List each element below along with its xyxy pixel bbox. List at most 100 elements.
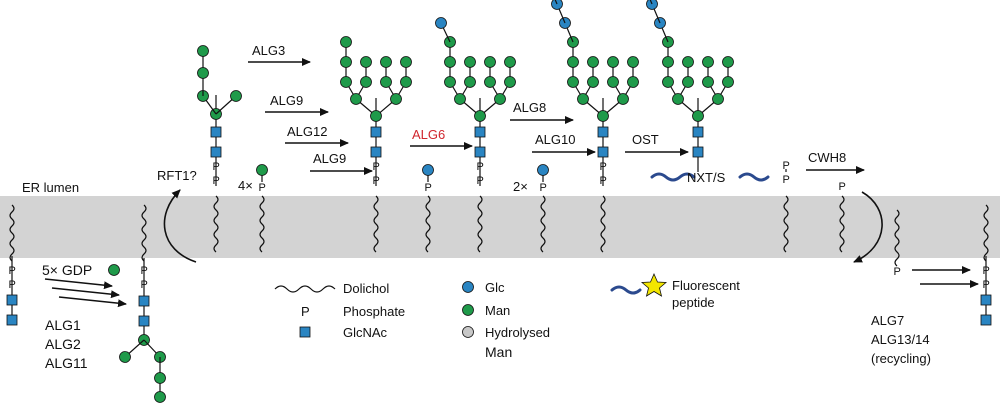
struct-9-dolichol: [600, 195, 606, 253]
struct-6-dolichol: [425, 195, 431, 253]
alg12-label: ALG12: [287, 124, 327, 139]
struct-5-man: [350, 93, 362, 105]
struct-9-man: [627, 76, 639, 88]
alg9b-label: ALG9: [313, 151, 346, 166]
struct-8-glc: [537, 164, 549, 176]
struct-5-man: [380, 56, 392, 68]
struct-4-dolichol: [259, 195, 265, 253]
enzyme-labels: 5× GDP ALG1 ALG2 ALG11 RFT1? 4× ALG3 ALG…: [42, 43, 931, 371]
struct-8-dolichol: [540, 195, 546, 253]
struct-8-p: P: [540, 182, 547, 194]
struct-10-man: [662, 76, 674, 88]
struct-7-man: [444, 56, 456, 68]
struct-7-dolichol: [477, 195, 483, 253]
struct-9-man: [567, 56, 579, 68]
struct-5-man: [340, 36, 352, 48]
struct-5-man: [360, 56, 372, 68]
rft1-label: RFT1?: [157, 168, 197, 183]
struct-10-man: [692, 110, 704, 122]
legend-fluorescent-label-line2: peptide: [672, 295, 715, 310]
struct-9-man: [577, 93, 589, 105]
struct-5-man: [390, 93, 402, 105]
legend-glc-symbol: [462, 281, 474, 293]
struct-5-glcnac: [370, 126, 382, 138]
legend-hydrolysed-label-line1: Hydrolysed: [485, 325, 550, 340]
struct-6-glc: [422, 164, 434, 176]
struct-9-glc: [551, 0, 563, 10]
struct-10-man: [722, 56, 734, 68]
arrow-flip-back: [853, 191, 883, 263]
struct-1-glcnac: [6, 314, 18, 326]
struct-2-glcnac: [138, 295, 150, 307]
alg9a-label: ALG9: [270, 93, 303, 108]
struct-3-p: P: [213, 175, 220, 187]
struct-2-glcnac: [138, 315, 150, 327]
struct-5-dolichol: [373, 195, 379, 253]
struct-3-man: [197, 45, 209, 57]
struct-1-glcnac: [6, 294, 18, 306]
struct-10-man: [712, 93, 724, 105]
struct-9-man: [587, 76, 599, 88]
legend-man-label: Man: [485, 303, 510, 318]
struct-12-dolichol: [839, 195, 845, 253]
struct-5-man: [400, 56, 412, 68]
er-membrane-band: [0, 196, 1000, 258]
struct-7-man: [454, 93, 466, 105]
struct-7-man: [474, 110, 486, 122]
struct-14-glcnac: [980, 294, 992, 306]
struct-7-man: [504, 76, 516, 88]
struct-4-man: [256, 164, 268, 176]
alg3-label: ALG3: [252, 43, 285, 58]
legend: Dolichol P Phosphate GlcNAc Glc Man Hydr…: [274, 273, 740, 360]
struct-9-man: [627, 56, 639, 68]
alg6-label: ALG6: [412, 127, 445, 142]
struct-9-link: [554, 0, 558, 5]
arrow-gdp-2: [51, 287, 120, 299]
struct-10-glcnac: [692, 126, 704, 138]
struct-7-man: [504, 56, 516, 68]
struct-2-dolichol: [141, 204, 147, 262]
struct-9-man: [597, 110, 609, 122]
reaction-arrows: [44, 58, 979, 308]
struct-2-p: P: [141, 265, 148, 277]
struct-1-p: P: [9, 279, 16, 291]
struct-11-p: P: [783, 160, 790, 172]
struct-9-glcnac: [597, 126, 609, 138]
two-x-label: 2×: [513, 179, 528, 194]
struct-5-man: [340, 76, 352, 88]
struct-2-man: [154, 391, 166, 403]
struct-9-man: [567, 76, 579, 88]
struct-9-glcnac: [597, 146, 609, 158]
struct-10-man: [672, 93, 684, 105]
legend-peptide-symbol: [610, 285, 642, 295]
legend-man-symbol: [462, 304, 474, 316]
struct-5-man: [380, 76, 392, 88]
struct-10-glcnac: [692, 146, 704, 158]
struct-5-p: P: [373, 161, 380, 173]
struct-10-man: [682, 76, 694, 88]
struct-7-glc: [435, 17, 447, 29]
struct-3-glcnac: [210, 126, 222, 138]
struct-7-man: [464, 56, 476, 68]
struct-13-p: P: [894, 266, 901, 278]
struct-5-man: [370, 110, 382, 122]
legend-glcnac-label: GlcNAc: [343, 325, 388, 340]
legend-phosphate-symbol: P: [301, 304, 310, 319]
struct-9-p: P: [600, 161, 607, 173]
arrow-gdp-1: [44, 278, 113, 290]
struct-10-man: [702, 76, 714, 88]
struct-2-man: [154, 372, 166, 384]
arrow-flip-rft1: [163, 189, 197, 263]
struct-5-man: [340, 56, 352, 68]
alg10-label: ALG10: [535, 132, 575, 147]
struct-3-man: [197, 67, 209, 79]
legend-dolichol-symbol: [274, 285, 336, 293]
struct-2-p: P: [141, 279, 148, 291]
struct-10-man: [682, 56, 694, 68]
alg11-label: ALG11: [45, 355, 88, 371]
struct-9-man: [607, 76, 619, 88]
struct-5-man: [400, 76, 412, 88]
struct-4-p: P: [259, 182, 266, 194]
struct-7-p: P: [477, 175, 484, 187]
